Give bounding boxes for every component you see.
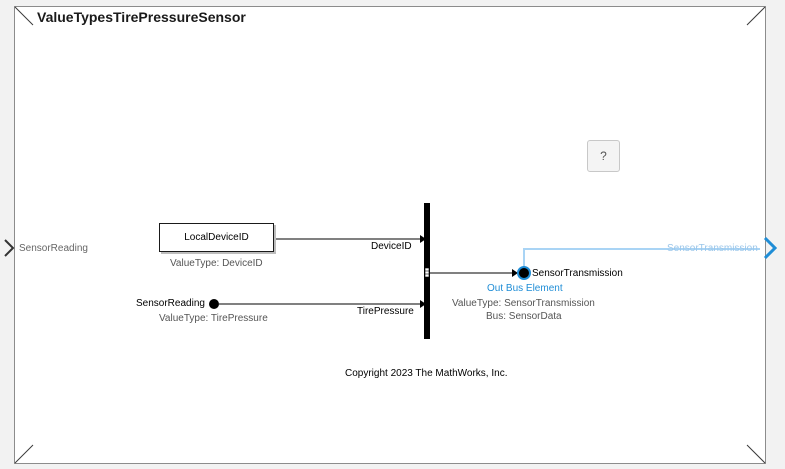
out-bus-element-label: SensorTransmission [532,268,623,279]
bus-creator-output-port [424,267,430,278]
local-device-id-value-type: ValueType: DeviceID [170,258,263,269]
copyright-annotation: Copyright 2023 The MathWorks, Inc. [345,368,508,379]
sensor-reading-value-type: ValueType: TirePressure [159,313,268,324]
selected-wire-highlight[interactable] [523,248,760,270]
arrowhead-tire-pressure [420,300,426,308]
arrowhead-bus-output [512,269,518,277]
help-button[interactable]: ? [587,140,620,172]
outport-label: SensorTransmission [667,243,758,254]
corner-mark-bottom-right [746,444,766,464]
model-canvas[interactable] [14,6,766,464]
corner-marks [14,6,766,464]
inport-label: SensorReading [19,243,88,254]
out-bus-element-caption: Out Bus Element [487,283,563,294]
out-bus-element-bus: Bus: SensorData [486,311,562,322]
signal-label-tire-pressure: TirePressure [357,306,414,317]
corner-mark-top-right [746,6,766,26]
arrowhead-device-id [420,235,426,243]
signal-label-device-id: DeviceID [371,241,412,252]
model-title: ValueTypesTirePressureSensor [37,9,246,25]
out-bus-element-value-type: ValueType: SensorTransmission [452,298,595,309]
outport-chevron-icon[interactable] [763,236,778,260]
local-device-id-block[interactable]: LocalDeviceID [159,223,274,252]
corner-mark-top-left [14,6,34,26]
sensor-reading-element-label: SensorReading [136,298,205,309]
out-bus-element-dot[interactable] [517,266,531,280]
local-device-id-label: LocalDeviceID [184,232,249,243]
inport-chevron-icon[interactable] [4,239,15,257]
corner-mark-bottom-left [14,444,34,464]
in-bus-element-dot[interactable] [209,299,219,309]
